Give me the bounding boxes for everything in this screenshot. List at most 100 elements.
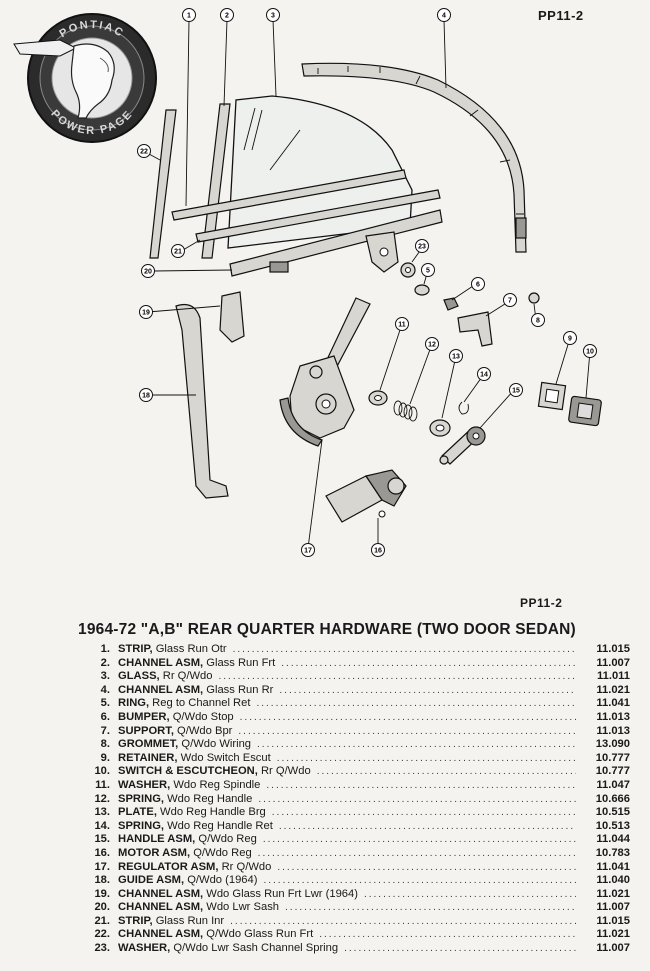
part-name: CHANNEL ASM, xyxy=(118,901,204,914)
part-name: BUMPER, xyxy=(118,710,170,723)
callout-15: 15 xyxy=(509,383,523,397)
parts-list-row: 16.MOTOR ASM, Q/Wdo Reg10.783 xyxy=(82,847,630,861)
part-number: 23. xyxy=(94,942,110,955)
leader-dots xyxy=(285,902,576,913)
part-code: 11.041 xyxy=(596,697,630,710)
leader-dots xyxy=(219,671,577,682)
part-description: Rr Q/Wdo xyxy=(159,670,213,683)
part-number: 12. xyxy=(94,792,110,805)
part-name: SPRING, xyxy=(118,819,165,832)
part-code: 11.007 xyxy=(596,942,630,955)
part-number: 7. xyxy=(100,724,110,737)
part-description: Wdo Glass Run Frt Lwr (1964) xyxy=(203,887,358,900)
part-code: 11.041 xyxy=(596,860,630,873)
callout-20: 20 xyxy=(141,264,155,278)
svg-text:21: 21 xyxy=(174,249,182,256)
part-name: HANDLE ASM, xyxy=(118,833,196,846)
leader-dots xyxy=(230,916,576,927)
leader-dots xyxy=(266,780,576,791)
parts-list-row: 11.WASHER, Wdo Reg Spindle11.047 xyxy=(82,779,630,793)
leader-dots xyxy=(257,739,576,750)
part-code: 11.040 xyxy=(596,874,630,887)
callout-21: 21 xyxy=(171,244,185,258)
part-name: MOTOR ASM, xyxy=(118,846,191,859)
leader-dots xyxy=(263,834,576,845)
part-number: 10. xyxy=(94,765,110,778)
part-description: Q/Wdo Wiring xyxy=(178,738,252,751)
part-name: STRIP, xyxy=(118,643,153,655)
callout-4: 4 xyxy=(437,8,451,22)
svg-text:15: 15 xyxy=(512,388,520,395)
leader-dots xyxy=(238,726,576,737)
callout-6: 6 xyxy=(471,277,485,291)
part-number: 14. xyxy=(94,819,110,832)
callout-16: 16 xyxy=(371,543,385,557)
part-number: 1. xyxy=(100,643,110,655)
callout-2: 2 xyxy=(220,8,234,22)
parts-list-row: 19.CHANNEL ASM, Wdo Glass Run Frt Lwr (1… xyxy=(82,888,630,902)
part-number: 18. xyxy=(94,874,110,887)
part-number: 19. xyxy=(94,887,110,900)
svg-text:9: 9 xyxy=(568,336,572,343)
svg-text:11: 11 xyxy=(398,322,406,329)
part-code: 10.783 xyxy=(595,846,630,859)
part-name: WASHER, xyxy=(118,778,171,791)
leader-dots xyxy=(258,848,576,859)
part-description: Rr Q/Wdo xyxy=(218,860,272,873)
part-code: 11.021 xyxy=(596,683,630,696)
part-description: Glass Run Frt xyxy=(203,656,276,669)
callout-1: 1 xyxy=(182,8,196,22)
part-description: Wdo Reg Spindle xyxy=(170,778,261,791)
part-number: 17. xyxy=(94,860,110,873)
svg-text:20: 20 xyxy=(144,269,152,276)
callout-10: 10 xyxy=(583,344,597,358)
callout-7: 7 xyxy=(503,293,517,307)
svg-text:13: 13 xyxy=(452,354,460,361)
part-code: 11.015 xyxy=(596,643,630,655)
parts-list-row: 9.RETAINER, Wdo Switch Escut10.777 xyxy=(82,752,630,766)
part-name: GLASS, xyxy=(118,670,160,683)
callout-14: 14 xyxy=(477,367,491,381)
page-code-top: PP11-2 xyxy=(538,8,584,23)
svg-text:4: 4 xyxy=(442,13,446,20)
part-name: RING, xyxy=(118,697,150,710)
parts-list-row: 21.STRIP, Glass Run Inr11.015 xyxy=(82,915,630,929)
part-number: 21. xyxy=(94,914,110,927)
part-description: Q/Wdo Stop xyxy=(169,710,234,723)
callout-3: 3 xyxy=(266,8,280,22)
part-name: REGULATOR ASM, xyxy=(118,860,219,873)
part-number: 20. xyxy=(94,901,110,914)
part-description: Wdo Reg Handle Brg xyxy=(156,806,266,819)
part-code: 11.021 xyxy=(596,887,630,900)
part-code: 11.044 xyxy=(596,833,630,846)
part-code: 11.007 xyxy=(596,656,630,669)
svg-text:12: 12 xyxy=(428,342,436,349)
part-number: 3. xyxy=(100,670,110,683)
part-name: GUIDE ASM, xyxy=(118,874,185,887)
leader-dots xyxy=(344,943,576,954)
parts-list-row: 3. GLASS, Rr Q/Wdo 11.011 xyxy=(82,670,630,684)
parts-list-row: 1.STRIP, Glass Run Otr11.015 xyxy=(82,643,630,657)
part-number: 11. xyxy=(95,778,110,791)
part-code: 10.777 xyxy=(595,751,630,764)
leader-dots xyxy=(277,753,576,764)
svg-text:5: 5 xyxy=(426,268,430,275)
svg-text:16: 16 xyxy=(374,548,382,555)
svg-text:8: 8 xyxy=(536,318,540,325)
part-description: Q/Wdo Reg xyxy=(190,846,252,859)
part-description: Wdo Switch Escut xyxy=(177,751,271,764)
part-code: 11.011 xyxy=(597,670,630,683)
parts-illustration: PONTIAC POWER PAGE xyxy=(13,8,602,557)
part-code: 11.015 xyxy=(596,914,630,927)
part-code: 11.021 xyxy=(596,928,630,941)
svg-text:1: 1 xyxy=(187,13,191,20)
leader-dots xyxy=(233,644,576,655)
part-description: Q/Wdo Glass Run Frt xyxy=(203,928,314,941)
part-number: 9. xyxy=(100,751,110,764)
callout-19: 19 xyxy=(139,305,153,319)
leader-dots xyxy=(277,862,576,873)
parts-list-row: 20.CHANNEL ASM, Wdo Lwr Sash11.007 xyxy=(82,901,630,915)
part-description: Glass Run Rr xyxy=(203,683,274,696)
